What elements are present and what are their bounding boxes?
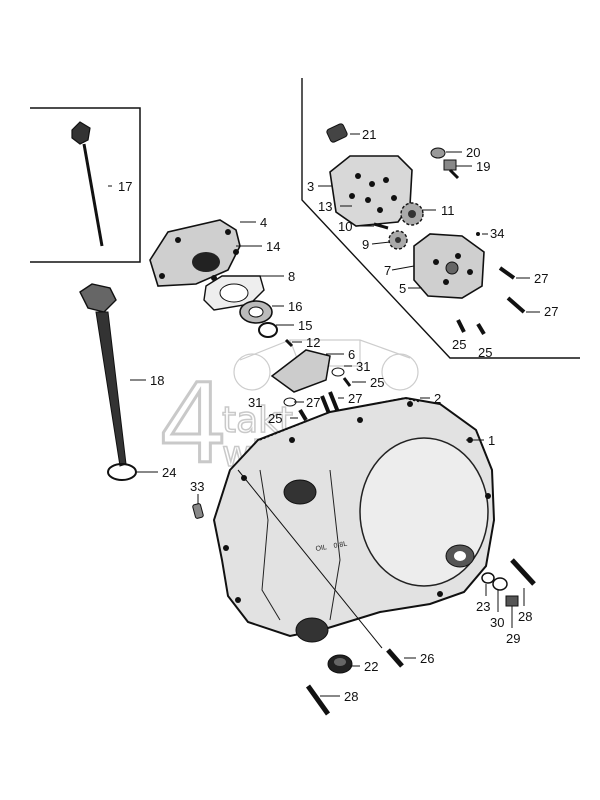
watermark-motorcycle-icon: [233, 339, 419, 391]
part-27-bolt-center-b[interactable]: [328, 391, 340, 413]
label-11: 11: [441, 203, 455, 218]
part-33-dowel[interactable]: [192, 503, 204, 519]
label-10: 10: [338, 219, 352, 234]
label-9: 9: [362, 237, 369, 252]
part-26-bolt[interactable]: [386, 648, 404, 668]
label-21: 21: [362, 127, 376, 142]
label-3: 3: [307, 179, 314, 194]
label-13: 13: [318, 199, 332, 214]
part-6-cover-plate[interactable]: [270, 349, 331, 393]
part-12-screw[interactable]: [284, 338, 294, 348]
dipstick-inset-box: [30, 107, 141, 263]
label-28-right: 28: [518, 609, 532, 624]
label-19: 19: [476, 159, 490, 174]
part-20-washer[interactable]: [430, 147, 446, 159]
part-11-gear[interactable]: [400, 202, 424, 226]
part-21-plug[interactable]: [326, 123, 348, 143]
part-28-bolt-right[interactable]: [510, 558, 536, 586]
label-30: 30: [490, 615, 504, 630]
part-19-bolt[interactable]: [443, 159, 460, 180]
label-4: 4: [260, 215, 267, 230]
label-6: 6: [348, 347, 355, 362]
label-5: 5: [399, 281, 406, 296]
part-27-bolt-upper[interactable]: [498, 266, 516, 280]
part-15-ring[interactable]: [258, 322, 278, 338]
cover-stamp-line-1: OIL: [315, 544, 327, 553]
part-25-screw-mid[interactable]: [342, 377, 352, 387]
label-23: 23: [476, 599, 490, 614]
part-25-screw-right[interactable]: [476, 322, 486, 336]
part-31-washer-right[interactable]: [331, 367, 345, 377]
label-1: 1: [488, 433, 495, 448]
label-33: 33: [190, 479, 204, 494]
label-27-pump-upper: 27: [534, 271, 548, 286]
part-2-gasket[interactable]: [259, 397, 421, 441]
oil-pump-inset-box: [301, 78, 580, 359]
part-9-gear[interactable]: [388, 230, 408, 250]
label-20: 20: [466, 145, 480, 160]
label-25-pump-left: 25: [452, 337, 466, 352]
label-31-right: 31: [356, 359, 370, 374]
label-27-pump-lower: 27: [544, 304, 558, 319]
part-29-nut[interactable]: [505, 595, 519, 607]
label-28-lower: 28: [344, 689, 358, 704]
label-14: 14: [266, 239, 280, 254]
label-17: 17: [118, 179, 132, 194]
label-27-center-a: 27: [306, 395, 320, 410]
part-3-pump-cover[interactable]: [329, 155, 413, 227]
label-29: 29: [506, 631, 520, 646]
label-27-center-b: 27: [348, 391, 362, 406]
dipstick-17[interactable]: [71, 121, 104, 247]
part-5-pump-body[interactable]: [413, 233, 485, 299]
label-8: 8: [288, 269, 295, 284]
part-28-bolt-lower[interactable]: [305, 684, 331, 716]
label-34: 34: [490, 226, 504, 241]
label-16: 16: [288, 299, 302, 314]
label-7: 7: [384, 263, 391, 278]
leader-lines: [108, 133, 540, 697]
label-22: 22: [364, 659, 378, 674]
cover-stamp-line-2: 0.8L: [333, 541, 348, 550]
label-18: 18: [150, 373, 164, 388]
part-27-bolt-lower[interactable]: [506, 296, 526, 314]
label-15: 15: [298, 318, 312, 333]
label-25-center: 25: [370, 375, 384, 390]
part-18-dipstick[interactable]: [79, 283, 127, 467]
watermark-digit: 4: [158, 360, 228, 488]
label-25-pump-right: 25: [478, 345, 492, 360]
label-26: 26: [420, 651, 434, 666]
part-1-crankcase-cover[interactable]: OIL 0.8L: [212, 396, 496, 643]
part-16-oil-seal[interactable]: [239, 300, 273, 324]
label-12: 12: [306, 335, 320, 350]
part-30-washer[interactable]: [492, 577, 508, 591]
label-2: 2: [434, 391, 441, 406]
part-25-screw-left[interactable]: [456, 319, 466, 333]
part-number-labels: 17 21 20 19 3 13 11 10 34 9 7 5 27 27 25…: [118, 127, 558, 704]
part-34-pin[interactable]: [476, 232, 480, 236]
label-25-lower: 25: [268, 411, 282, 426]
part-25-screw-center[interactable]: [298, 408, 308, 422]
part-23-washer[interactable]: [481, 572, 495, 584]
part-24-o-ring[interactable]: [107, 463, 137, 481]
label-24: 24: [162, 465, 176, 480]
label-31-left: 31: [248, 395, 262, 410]
part-22-drain-plug[interactable]: [327, 654, 353, 674]
part-10-pin[interactable]: [373, 222, 389, 230]
